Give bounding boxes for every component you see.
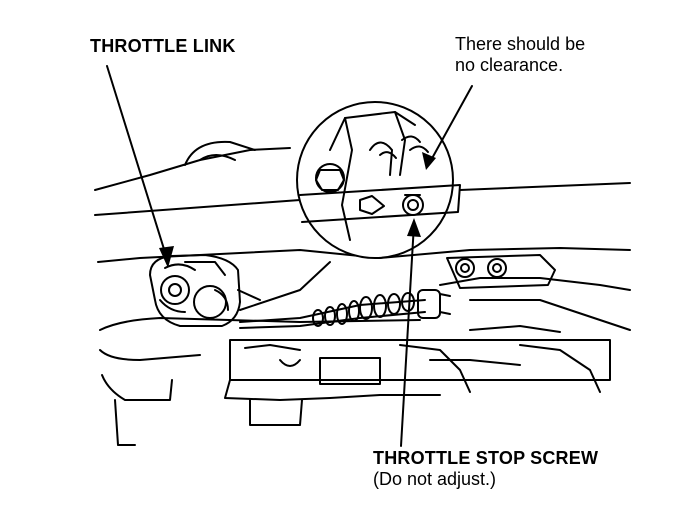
clearance-note-line2: no clearance. (455, 54, 564, 75)
detail-magnifier (296, 101, 461, 259)
bracket (446, 254, 556, 289)
clearance-note: There should be no clearance. (455, 34, 585, 75)
manifold-body (224, 325, 611, 426)
throttle-link-label: THROTTLE LINK (90, 36, 236, 56)
stop-screw-note: (Do not adjust.) (373, 468, 497, 489)
throttle-link-assembly (149, 254, 261, 327)
throttle-cable (239, 261, 451, 329)
clearance-note-line1: There should be (455, 34, 586, 54)
stop-screw-label: THROTTLE STOP SCREW (373, 448, 599, 468)
leader-lines (106, 65, 473, 447)
stop-screw-callout: THROTTLE STOP SCREW (Do not adjust.) (373, 448, 598, 489)
arrowheads (159, 152, 436, 268)
